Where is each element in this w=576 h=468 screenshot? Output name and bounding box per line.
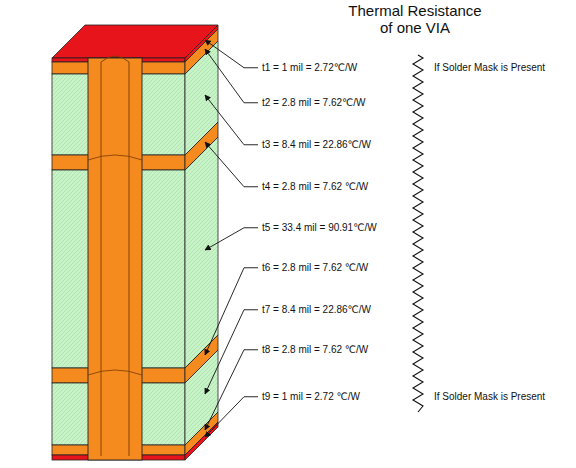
leader-arrow: [205, 40, 258, 68]
layer-thickness: t4 = 2.8 mil = 7.62 ℃/W: [262, 181, 368, 193]
layer-thickness: t3 = 8.4 mil = 22.86℃/W: [262, 139, 371, 151]
layer-thickness: t2 = 2.8 mil = 7.62℃/W: [262, 97, 366, 109]
title: Thermal Resistance of one VIA: [340, 2, 490, 37]
leader-arrow: [205, 95, 258, 145]
leader-arrow: [205, 142, 258, 187]
layer-thickness: t7 = 8.4 mil = 22.86℃/W: [262, 304, 371, 316]
note: If Solder Mask is Present: [434, 391, 545, 403]
leader-arrows: [205, 40, 258, 437]
layer-thickness: t8 = 2.8 mil = 7.62 ℃/W: [262, 344, 368, 356]
layer-thickness: t6 = 2.8 mil = 7.62 ℃/W: [262, 262, 368, 274]
leader-arrow: [205, 350, 258, 430]
leader-arrow: [205, 268, 258, 355]
via-barrel: [88, 56, 142, 460]
layer-thickness: t5 = 33.4 mil = 90.91℃/W: [262, 222, 377, 234]
side-layer: [185, 412, 218, 455]
leader-arrow: [205, 310, 258, 394]
layer-thickness: t9 = 1 mil = 2.72 ℃/W: [262, 391, 360, 403]
layer-thickness: t1 = 1 mil = 2.72℃/W: [262, 62, 357, 74]
leader-arrow: [205, 397, 258, 437]
resistor-symbol: [413, 55, 423, 412]
leader-arrow: [205, 49, 258, 103]
pcb-stack: [52, 25, 218, 460]
side-layer: [185, 137, 218, 368]
leader-arrow: [205, 228, 258, 250]
note: If Solder Mask is Present: [434, 62, 545, 74]
side-layer: [185, 422, 218, 460]
